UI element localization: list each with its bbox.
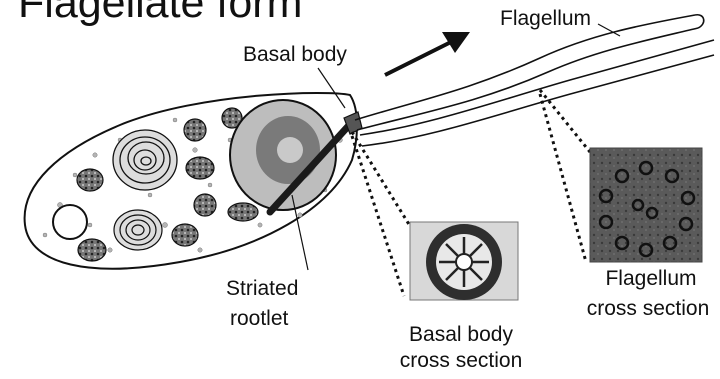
vacuole bbox=[53, 205, 87, 239]
direction-arrow bbox=[385, 32, 470, 75]
flagellum-cross-section-label-line2: cross section bbox=[580, 296, 716, 321]
whorl-organelle-lower bbox=[114, 210, 162, 250]
striated-rootlet-label-line2: rootlet bbox=[230, 306, 288, 331]
basal-body-cross-section-label-line2: cross section bbox=[394, 348, 528, 373]
whorl-organelle-upper bbox=[113, 130, 177, 190]
basal-body-micrograph bbox=[410, 222, 518, 300]
flagella bbox=[355, 15, 714, 146]
basal-body-cross-section-label-line1: Basal body bbox=[396, 322, 526, 347]
flagellum-cross-section-label-line1: Flagellum bbox=[586, 266, 716, 291]
nucleolus bbox=[277, 137, 303, 163]
flagellum-micrograph bbox=[590, 148, 702, 262]
diagram-title: Flagellate form bbox=[18, 0, 302, 27]
basal-body-label: Basal body bbox=[243, 42, 347, 67]
flagellum-label: Flagellum bbox=[500, 6, 591, 31]
striated-rootlet-label-line1: Striated bbox=[226, 276, 298, 301]
